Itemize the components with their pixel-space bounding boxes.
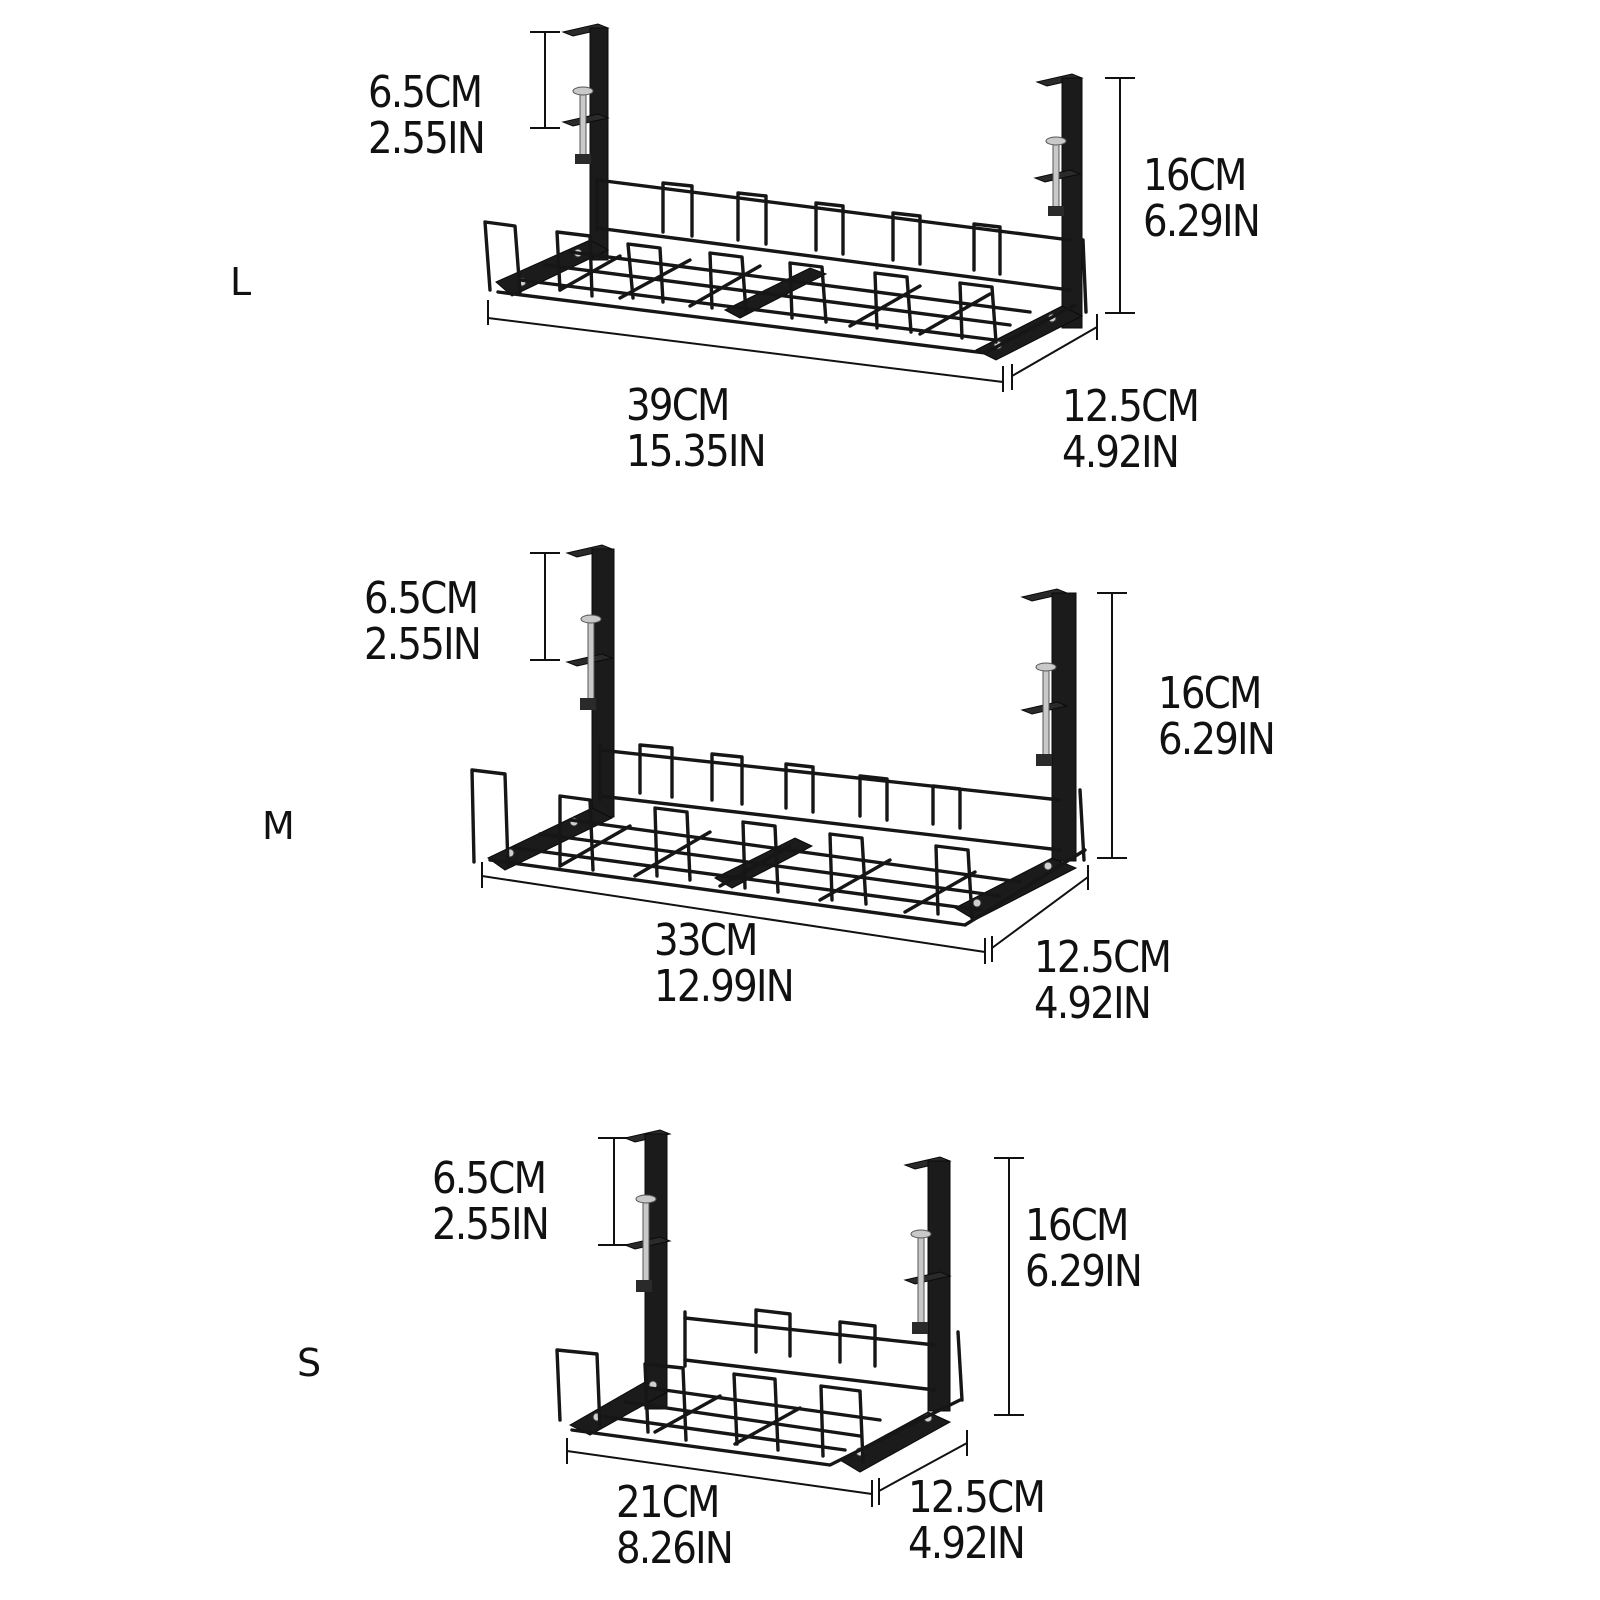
clamp-opening-dimension-line: [530, 31, 560, 129]
s-clamp-opening-cm: 6.5CM: [432, 1153, 547, 1204]
s-length-cm: 21CM: [616, 1477, 720, 1528]
right-clamp-bracket: [974, 73, 1084, 361]
m-height-label: 16CM 6.29IN: [1158, 668, 1276, 765]
l-length-in: 15.35IN: [626, 426, 767, 477]
m-height-in: 6.29IN: [1158, 714, 1276, 765]
s-height-in: 6.29IN: [1025, 1246, 1143, 1297]
l-length-cm: 39CM: [626, 380, 730, 431]
length-dimension-line: [566, 1438, 873, 1507]
s-length-in: 8.26IN: [616, 1523, 734, 1574]
m-depth-cm: 12.5CM: [1034, 932, 1172, 983]
m-length-cm: 33CM: [654, 915, 758, 966]
depth-dimension-line: [1011, 314, 1098, 390]
l-length-label: 39CM 15.35IN: [626, 380, 767, 477]
m-depth-in: 4.92IN: [1034, 978, 1152, 1029]
s-depth-label: 12.5CM 4.92IN: [908, 1472, 1046, 1569]
wire-basket: [483, 178, 1088, 355]
l-clamp-opening-cm: 6.5CM: [368, 67, 483, 118]
l-height-in: 6.29IN: [1143, 196, 1261, 247]
height-dimension-line: [994, 1157, 1024, 1416]
wire-basket: [470, 743, 1087, 927]
l-height-cm: 16CM: [1143, 150, 1247, 201]
m-clamp-opening-label: 6.5CM 2.55IN: [364, 573, 482, 670]
m-clamp-opening-in: 2.55IN: [364, 619, 482, 670]
clamp-opening-dimension-line: [530, 552, 560, 661]
m-length-label: 33CM 12.99IN: [654, 915, 795, 1012]
s-clamp-opening-label: 6.5CM 2.55IN: [432, 1153, 550, 1250]
size-label-s: S: [297, 1341, 322, 1385]
left-clamp-bracket: [487, 544, 615, 871]
right-clamp-bracket: [953, 588, 1078, 921]
s-depth-in: 4.92IN: [908, 1518, 1026, 1569]
m-length-in: 12.99IN: [654, 961, 795, 1012]
clamp-opening-dimension-line: [598, 1137, 630, 1246]
m-depth-label: 12.5CM 4.92IN: [1034, 932, 1172, 1029]
size-label-m: M: [262, 804, 295, 848]
l-height-label: 16CM 6.29IN: [1143, 150, 1261, 247]
l-clamp-opening-label: 6.5CM 2.55IN: [368, 67, 486, 164]
s-length-label: 21CM 8.26IN: [616, 1477, 734, 1574]
m-height-cm: 16CM: [1158, 668, 1262, 719]
height-dimension-line: [1105, 77, 1135, 314]
tray-small: [555, 1129, 1024, 1507]
l-depth-in: 4.92IN: [1062, 427, 1180, 478]
l-depth-cm: 12.5CM: [1062, 381, 1200, 432]
wire-basket: [555, 1308, 964, 1467]
length-dimension-line: [487, 300, 1004, 392]
l-depth-label: 12.5CM 4.92IN: [1062, 381, 1200, 478]
s-depth-cm: 12.5CM: [908, 1472, 1046, 1523]
tray-large: [483, 23, 1135, 392]
left-clamp-bracket: [568, 1129, 672, 1436]
length-dimension-line: [481, 862, 986, 964]
s-height-cm: 16CM: [1025, 1200, 1129, 1251]
s-height-label: 16CM 6.29IN: [1025, 1200, 1143, 1297]
right-clamp-bracket: [838, 1156, 952, 1473]
depth-dimension-line: [991, 865, 1089, 962]
tray-medium: [470, 544, 1127, 964]
depth-dimension-line: [878, 1430, 968, 1505]
m-clamp-opening-cm: 6.5CM: [364, 573, 479, 624]
size-label-l: L: [230, 260, 252, 304]
height-dimension-line: [1097, 592, 1127, 859]
l-clamp-opening-in: 2.55IN: [368, 113, 486, 164]
s-clamp-opening-in: 2.55IN: [432, 1199, 550, 1250]
